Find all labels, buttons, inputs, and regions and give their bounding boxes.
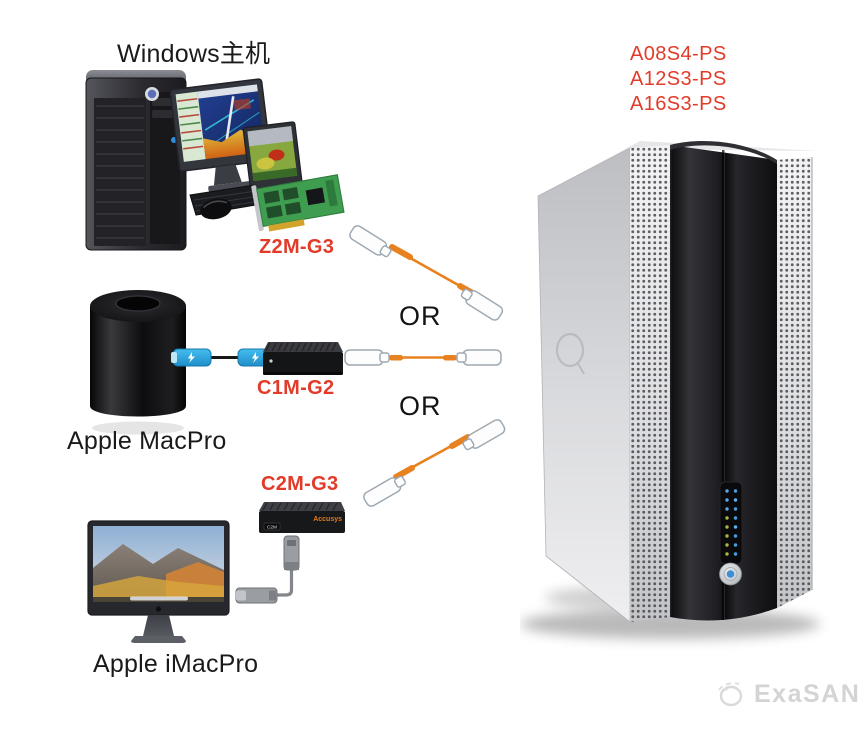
imac-stand — [143, 615, 174, 636]
tower-status-leds — [725, 489, 738, 556]
cable-connector — [344, 349, 390, 366]
tower-side-panel — [537, 147, 631, 623]
z2m-adapter-label: Z2M-G3 — [259, 236, 335, 258]
cable-connector — [462, 419, 506, 451]
thunderbolt-bolt-icon — [252, 352, 259, 363]
imac-dock — [130, 596, 188, 601]
thunderbolt-connector — [171, 348, 212, 367]
windows-workstation-image — [85, 70, 345, 251]
macpro-image — [90, 290, 186, 435]
c2m-adapter-label: C2M-G3 — [261, 473, 339, 495]
tower-led-panel — [719, 481, 743, 586]
or-separator-top: OR — [399, 301, 442, 331]
storage-tower-image — [520, 141, 820, 639]
or-separator-bottom: OR — [399, 391, 442, 421]
mouse — [200, 198, 232, 220]
cable-connector-vertical — [283, 535, 300, 571]
z2m-pcie-card — [251, 174, 345, 232]
cable-connector-horizontal — [235, 587, 278, 604]
optical-cable-bottom — [363, 419, 506, 507]
cable-connector — [349, 225, 392, 258]
cable-connector — [456, 349, 502, 366]
hp-tower — [85, 70, 187, 251]
optical-cable-top — [349, 225, 504, 321]
storage-model-3: A16S3-PS — [630, 93, 727, 115]
windows-host-label: Windows主机 — [117, 40, 271, 68]
cable-connector — [363, 475, 406, 507]
cable-connector — [460, 288, 504, 321]
imac-apple-logo — [155, 606, 162, 612]
imac-screen-wallpaper — [93, 526, 224, 602]
storage-model-list: A08S4-PS A12S3-PS A16S3-PS — [630, 42, 727, 117]
tower-door-top-cap — [670, 141, 777, 164]
c2m-box-brand-text: Accusys — [313, 516, 342, 523]
storage-model-2: A12S3-PS — [630, 68, 727, 90]
c2m-cable — [235, 535, 300, 604]
storage-model-1: A08S4-PS — [630, 43, 727, 65]
macpro-vent-hole — [115, 295, 161, 312]
c1m-adapter-label: C1M-G2 — [257, 377, 335, 399]
exasan-watermark: ExaSAN — [712, 676, 860, 712]
c2m-box-image: Accusys C2M — [259, 502, 345, 533]
exasan-logo-text: ExaSAN — [754, 679, 861, 708]
tower-side-emboss-logo — [555, 332, 585, 375]
c1m-box-image — [263, 342, 343, 375]
macpro-label: Apple MacPro — [67, 427, 227, 455]
imacpro-label: Apple iMacPro — [93, 650, 259, 678]
tower-power-button — [719, 562, 742, 586]
imac-base — [131, 636, 186, 643]
exasan-logo-icon — [718, 682, 743, 707]
c1m-front-led — [269, 359, 273, 363]
optical-cable-middle — [344, 349, 502, 366]
imacpro-image — [87, 520, 230, 643]
thunderbolt-bolt-icon — [188, 352, 195, 363]
c2m-box-port-text: C2M — [267, 525, 277, 531]
